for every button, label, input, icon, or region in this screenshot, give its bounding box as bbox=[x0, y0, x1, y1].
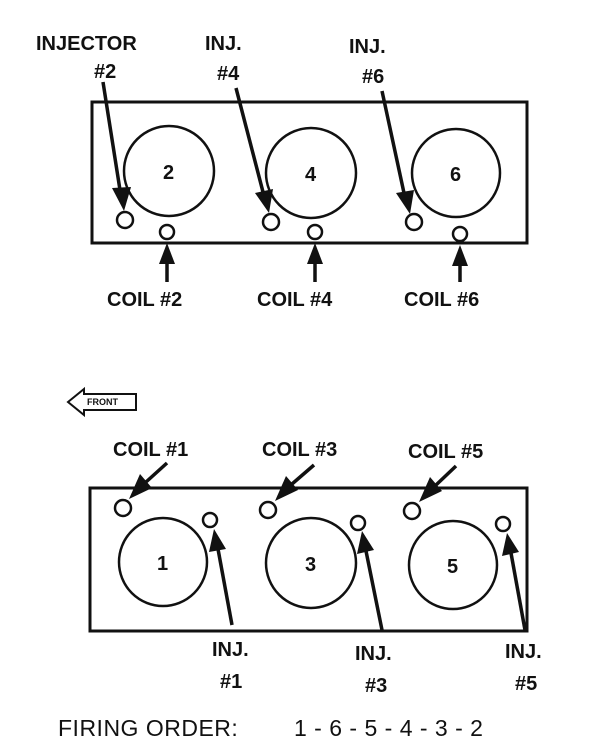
cylinder-5-bore bbox=[407, 519, 499, 611]
injector-1-label-line1: INJ. bbox=[212, 639, 249, 661]
coil-2-port bbox=[158, 223, 176, 241]
injector-5-label-line1: INJ. bbox=[505, 641, 542, 663]
firing-order-sequence: 1 - 6 - 5 - 4 - 3 - 2 bbox=[294, 715, 483, 741]
front-label: FRONT bbox=[87, 397, 118, 407]
coil-1-arrow bbox=[129, 461, 169, 499]
coil-4-port bbox=[306, 223, 324, 241]
coil-3-arrow bbox=[275, 463, 316, 501]
injector-4-label-line1: INJ. bbox=[205, 33, 242, 55]
coil-5-label: COIL #5 bbox=[408, 441, 483, 463]
coil-2-arrow bbox=[159, 243, 175, 282]
injector-2-port bbox=[115, 210, 135, 230]
injector-6-arrow bbox=[380, 90, 414, 214]
injector-1-port bbox=[201, 511, 219, 529]
front-arrow-marker: FRONT bbox=[66, 386, 137, 418]
injector-3-label-line1: INJ. bbox=[355, 643, 392, 665]
injector-2-label-line1: INJECTOR bbox=[36, 33, 137, 55]
injector-4-port bbox=[261, 212, 281, 232]
cylinder-6-number: 6 bbox=[450, 164, 461, 186]
top-bank-block bbox=[90, 100, 529, 245]
firing-order: FIRING ORDER: 1 - 6 - 5 - 4 - 3 - 2 bbox=[58, 715, 483, 741]
injector-6-label-line1: INJ. bbox=[349, 36, 386, 58]
coil-1-port bbox=[113, 498, 133, 518]
cylinder-4-number: 4 bbox=[305, 164, 317, 186]
top-bank: 2 4 6 bbox=[36, 33, 529, 311]
bottom-bank: 1 3 5 bbox=[88, 439, 542, 697]
coil-6-label: COIL #6 bbox=[404, 289, 479, 311]
injector-6-port bbox=[404, 212, 424, 232]
cylinder-2-bore bbox=[122, 124, 216, 218]
cylinder-6-bore bbox=[410, 127, 502, 219]
coil-6-arrow bbox=[452, 245, 468, 282]
bottom-bank-block bbox=[88, 486, 529, 633]
coil-3-port bbox=[258, 500, 278, 520]
injector-6-label-line2: #6 bbox=[362, 66, 384, 88]
cylinder-2-number: 2 bbox=[163, 162, 174, 184]
coil-2-label: COIL #2 bbox=[107, 289, 182, 311]
coil-5-arrow bbox=[419, 464, 458, 502]
injector-4-arrow bbox=[234, 87, 273, 213]
coil-5-port bbox=[402, 501, 422, 521]
cylinder-1-number: 1 bbox=[157, 553, 168, 575]
cylinder-3-number: 3 bbox=[305, 554, 316, 576]
injector-3-arrow bbox=[357, 531, 384, 631]
injector-2-label-line2: #2 bbox=[94, 61, 116, 83]
cylinder-1-bore bbox=[117, 516, 209, 608]
injector-5-port bbox=[494, 515, 512, 533]
injector-5-label-line2: #5 bbox=[515, 673, 537, 695]
injector-5-arrow bbox=[502, 533, 527, 631]
injector-3-port bbox=[349, 514, 367, 532]
injector-2-arrow bbox=[101, 81, 131, 211]
coil-1-label: COIL #1 bbox=[113, 439, 188, 461]
cylinder-3-bore bbox=[264, 516, 358, 610]
firing-order-label: FIRING ORDER: bbox=[58, 715, 238, 741]
injector-1-label-line2: #1 bbox=[220, 671, 242, 693]
coil-6-port bbox=[451, 225, 469, 243]
cylinder-5-number: 5 bbox=[447, 556, 458, 578]
injector-1-arrow bbox=[209, 529, 234, 626]
injector-3-label-line2: #3 bbox=[365, 675, 387, 697]
coil-4-arrow bbox=[307, 243, 323, 282]
front-arrow-icon bbox=[66, 386, 137, 418]
injector-4-label-line2: #4 bbox=[217, 63, 240, 85]
cylinder-4-bore bbox=[264, 126, 358, 220]
coil-4-label: COIL #4 bbox=[257, 289, 333, 311]
coil-3-label: COIL #3 bbox=[262, 439, 337, 461]
